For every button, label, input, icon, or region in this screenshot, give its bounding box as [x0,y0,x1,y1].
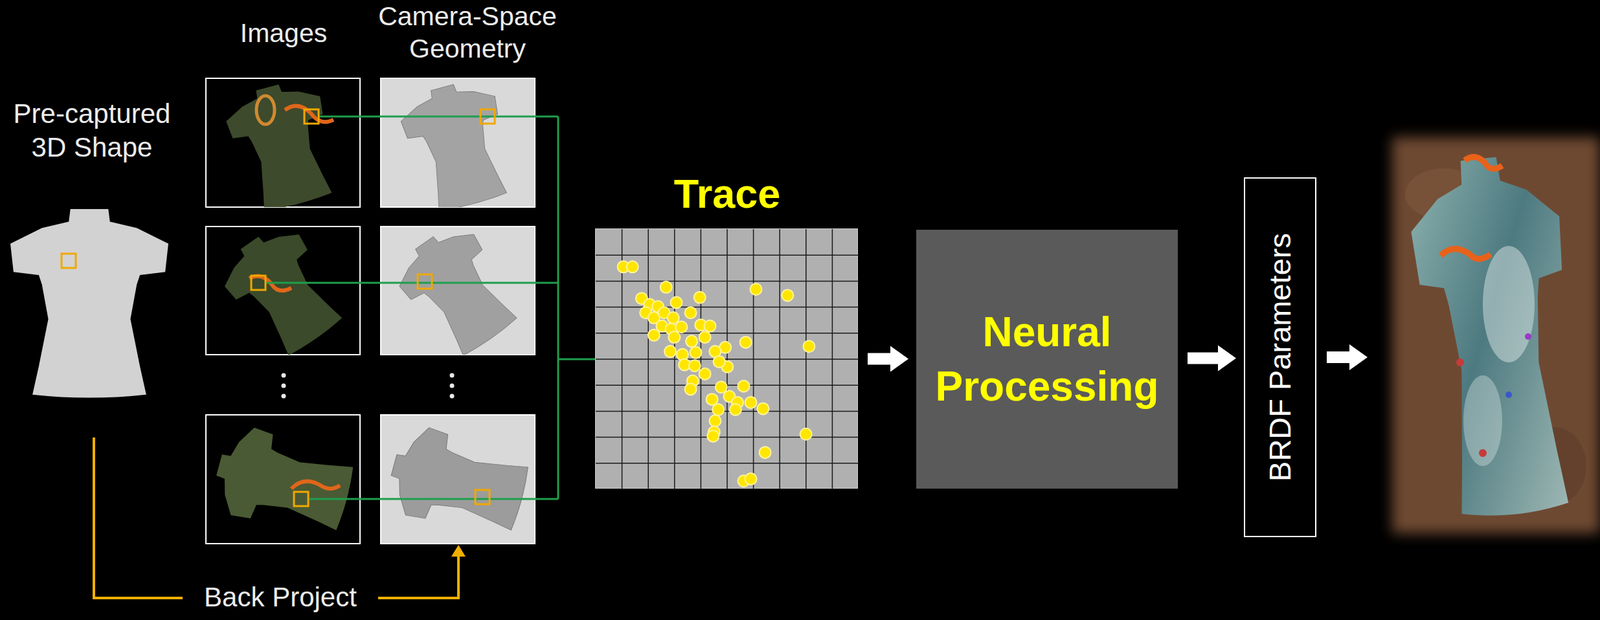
trace-dot [664,345,677,358]
back-project-path [93,437,466,599]
trace-plot [595,229,859,490]
grid-line [595,411,859,413]
trace-dot [694,292,706,304]
trace-dot [759,446,772,459]
trace-dot [660,281,673,294]
trace-dot [699,331,711,344]
trace-dot [756,402,769,415]
block-arrow [1187,345,1237,372]
text-label: Camera-Space Geometry [363,0,572,65]
trace-dot [707,430,719,443]
grid-line [595,358,859,361]
block-arrow [867,346,909,373]
trace-dot [685,335,698,348]
trace-dot [712,404,724,416]
trace-dot [626,260,639,273]
trace-dot [713,356,726,368]
block-arrow [1326,344,1368,371]
grid-line [595,437,859,439]
text-label: Back Project [198,581,362,614]
trace-dot [699,368,711,381]
image-panels [205,75,361,544]
trace-dot [670,296,683,309]
trace-dot [802,340,815,353]
parameter-box: BRDF Parameters [1243,177,1317,538]
grid-line [778,229,781,490]
text-label: Images [199,16,368,50]
trace-dot [667,312,680,324]
trace-dot [729,404,742,416]
ellipsis-dots [281,373,455,399]
text-label: Pre-captured 3D Shape [4,97,180,165]
trace-grid: Trace [595,228,858,489]
heading: Trace [569,170,885,217]
point-markers [251,109,495,507]
trace-dot [800,428,812,441]
trace-dot [740,336,752,349]
trace-dot [648,329,660,342]
trace-dot [745,473,757,485]
trace-dot [668,331,680,344]
trace-dot [704,320,717,333]
trace-dot [745,396,757,409]
trace-dot [709,415,721,427]
grid-line [805,229,807,490]
shape-figure [10,209,169,399]
box-text: BRDF Parameters [1261,233,1299,482]
trace-dot [688,360,701,372]
trace-dot [749,283,762,296]
process-box: Neural Processing [916,229,1178,489]
trace-dot [685,306,697,319]
trace-dot [738,380,750,393]
trace-dot [781,289,794,302]
rendered-result [1392,137,1600,534]
grid-line [832,229,834,490]
trace-dot [715,381,728,394]
trace-dot [685,383,697,395]
grid-line [595,462,859,465]
grid-line [753,229,755,490]
geometry-panels [380,75,535,544]
trace-dot [675,321,688,333]
trace-dot [689,347,702,359]
correspondence-lines [265,116,596,500]
box-text: Neural Processing [925,304,1169,414]
